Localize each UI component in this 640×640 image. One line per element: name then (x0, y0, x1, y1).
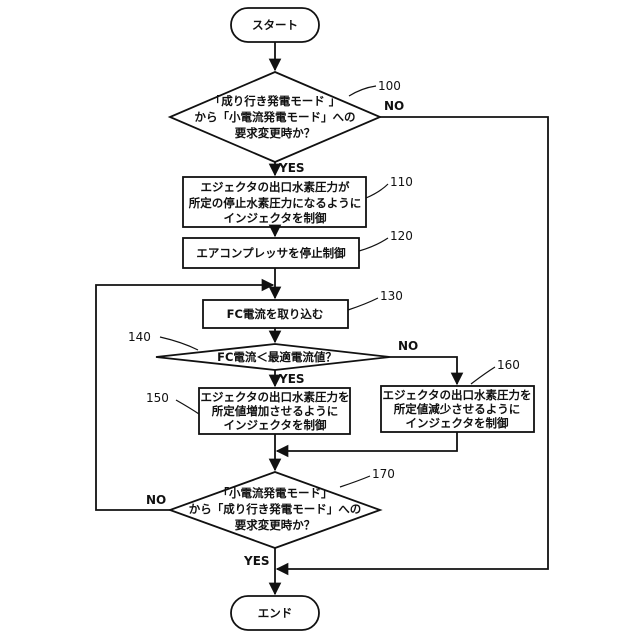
decision-140-yes: YES (278, 372, 305, 386)
decision-100-line-2: から「小電流発電モード」への (195, 110, 356, 124)
leader-160 (471, 367, 495, 384)
end-label: エンド (258, 606, 293, 620)
step-110-line-1: エジェクタの出口水素圧力が (200, 180, 350, 194)
step-150-line-2: 所定値増加させるように (212, 404, 339, 418)
decision-100-yes: YES (278, 161, 305, 175)
ref-130: 130 (380, 289, 403, 303)
step-150-line-3: インジェクタを制御 (223, 418, 327, 432)
leader-110 (366, 184, 388, 198)
ref-150: 150 (146, 391, 169, 405)
step-150-line-1: エジェクタの出口水素圧力を (200, 390, 349, 404)
leader-140 (160, 337, 198, 350)
ref-120: 120 (390, 229, 413, 243)
decision-140-no: NO (398, 339, 418, 353)
start-label: スタート (252, 18, 298, 32)
step-120-label: エアコンプレッサを停止制御 (196, 246, 346, 260)
decision-140-label: FC電流＜最適電流値？ (217, 350, 337, 364)
decision-100-no: NO (384, 99, 404, 113)
step-130-label: FC電流を取り込む (227, 307, 324, 321)
ref-100: 100 (378, 79, 401, 93)
leader-150 (176, 400, 199, 414)
step-160-line-1: エジェクタの出口水素圧力を (382, 388, 531, 402)
leader-120 (359, 238, 388, 251)
decision-170-no: NO (146, 493, 166, 507)
ref-110: 110 (390, 175, 413, 189)
decision-170-line-1: 「小電流発電モード」 (218, 486, 333, 500)
ref-160: 160 (497, 358, 520, 372)
decision-170-line-3: 要求変更時か？ (235, 518, 316, 532)
decision-100-line-3: 要求変更時か？ (235, 126, 316, 140)
ref-140: 140 (128, 330, 151, 344)
decision-170-yes: YES (243, 554, 270, 568)
step-110-line-3: インジェクタを制御 (223, 211, 327, 225)
decision-100-line-1: 「成り行き発電モード 」 (210, 94, 341, 108)
ref-170: 170 (372, 467, 395, 481)
leader-130 (348, 298, 378, 310)
step-110-line-2: 所定の停止水素圧力になるように (189, 196, 362, 210)
leader-100 (349, 86, 376, 96)
step-160-line-3: インジェクタを制御 (405, 416, 509, 430)
step-160-line-2: 所定値減少させるように (394, 402, 521, 416)
connector-140-160-no (390, 357, 457, 384)
leader-170 (340, 476, 370, 487)
decision-170-line-2: から「成り行き発電モード」への (189, 502, 362, 516)
